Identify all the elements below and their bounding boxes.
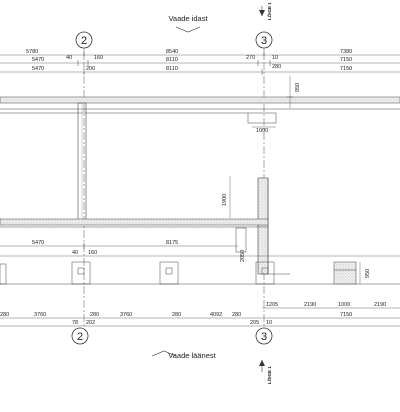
column-axis-2 [77, 102, 87, 224]
svg-text:8110: 8110 [166, 66, 178, 72]
svg-text:5470: 5470 [32, 240, 44, 246]
svg-text:7150: 7150 [340, 66, 352, 72]
svg-text:7150: 7150 [340, 57, 352, 63]
svg-text:950: 950 [295, 83, 301, 92]
svg-text:280: 280 [0, 312, 9, 318]
dimension-row-bottom: 280 3760 280 3760 280 4092 280 7150 [0, 312, 400, 319]
svg-text:2190: 2190 [374, 302, 386, 308]
svg-text:8175: 8175 [166, 240, 178, 246]
svg-text:280: 280 [172, 312, 181, 318]
dimension-950-top: 950 [287, 76, 301, 108]
svg-text:10: 10 [266, 320, 272, 326]
svg-text:2: 2 [77, 331, 83, 343]
svg-text:4092: 4092 [210, 312, 222, 318]
svg-text:1000: 1000 [256, 128, 268, 134]
lower-beam [0, 218, 269, 228]
svg-text:205: 205 [250, 320, 259, 326]
svg-text:1900: 1900 [222, 194, 228, 206]
view-title-east: Vaade idast [168, 14, 208, 23]
opening-1000: 1000 [247, 112, 277, 134]
svg-text:78: 78 [72, 320, 78, 326]
svg-text:950: 950 [365, 269, 371, 278]
column-axis-3 [257, 177, 269, 275]
footing-2 [71, 261, 91, 285]
dimension-row-bottom-small: 78 202 205 10 [0, 320, 400, 327]
svg-text:5470: 5470 [32, 66, 44, 72]
svg-text:280: 280 [232, 312, 241, 318]
dimension-1900: 1900 [222, 176, 231, 218]
svg-text:160: 160 [94, 55, 103, 61]
footing-4 [255, 261, 275, 285]
upper-beam [0, 96, 400, 114]
svg-text:160: 160 [88, 250, 97, 256]
svg-text:5470: 5470 [32, 57, 44, 63]
svg-text:8110: 8110 [166, 57, 178, 63]
svg-text:280: 280 [90, 312, 99, 318]
view-arrow-west [151, 350, 177, 357]
section-marker-top: LÕIGE 1 [259, 2, 272, 20]
svg-text:270: 270 [246, 55, 255, 61]
axis-marker-2-bottom: 2 [71, 327, 89, 345]
svg-text:40: 40 [66, 55, 72, 61]
svg-text:3760: 3760 [34, 312, 46, 318]
svg-text:280: 280 [272, 64, 281, 70]
svg-text:7150: 7150 [340, 312, 352, 318]
svg-text:LÕIGE 1: LÕIGE 1 [266, 366, 272, 384]
dimension-row-bottom-right: 1205 2190 1000 2190 [262, 302, 400, 309]
svg-text:2190: 2190 [304, 302, 316, 308]
svg-text:10: 10 [272, 55, 278, 61]
dimension-row-1: 5780 8540 7380 [0, 49, 400, 58]
dimension-row-2: 5470 40 160 8110 270 10 7150 [0, 55, 400, 66]
svg-text:3760: 3760 [120, 312, 132, 318]
axis-marker-3-top: 3 [255, 31, 273, 49]
footing-1 [0, 263, 7, 285]
svg-text:200: 200 [86, 66, 95, 72]
section-marker-bottom: LÕIGE 1 [259, 360, 272, 384]
svg-text:2: 2 [81, 35, 87, 47]
svg-text:1205: 1205 [266, 302, 278, 308]
svg-text:5780: 5780 [26, 49, 38, 55]
svg-text:202: 202 [86, 320, 95, 326]
svg-text:1000: 1000 [338, 302, 350, 308]
view-arrow-east [175, 26, 201, 33]
svg-text:3: 3 [261, 35, 267, 47]
dimension-950-right: 950 [359, 262, 371, 284]
svg-text:40: 40 [72, 250, 78, 256]
axis-marker-3-bottom: 3 [255, 327, 273, 345]
svg-text:LÕIGE 1: LÕIGE 1 [266, 2, 272, 20]
svg-text:7380: 7380 [340, 49, 352, 55]
footing-3 [159, 261, 179, 285]
footing-5 [333, 261, 357, 285]
view-title-west: Vaade läänest [168, 351, 216, 360]
dimension-row-mid: 5470 8175 40 160 [0, 240, 400, 257]
axis-marker-2-top: 2 [75, 31, 93, 49]
svg-text:3: 3 [261, 331, 267, 343]
svg-text:8540: 8540 [166, 49, 178, 55]
dimension-row-3: 5470 200 8110 280 7150 [0, 64, 400, 75]
